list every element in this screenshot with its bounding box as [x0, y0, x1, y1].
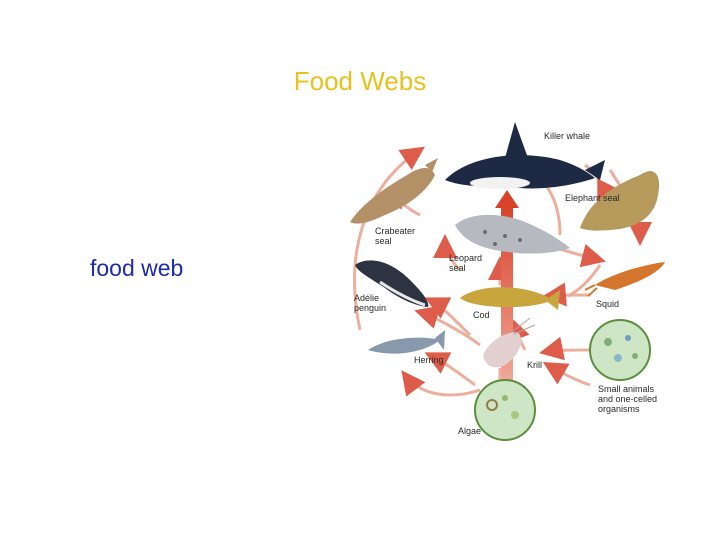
herring-label: Herring — [414, 355, 444, 365]
adelie-penguin-icon — [355, 260, 429, 307]
elephant-seal-icon — [580, 171, 660, 231]
krill-label: Krill — [527, 360, 542, 370]
killer-whale-label: Killer whale — [544, 131, 590, 141]
slide-title: Food Webs — [293, 66, 427, 96]
cod-icon — [460, 287, 560, 310]
leopard-seal-label-1: Leopard — [449, 253, 482, 263]
crabeater-seal-label-2: seal — [375, 236, 392, 246]
food-web-term: food web — [90, 255, 184, 281]
algae-icon — [474, 379, 536, 441]
leopard-seal-label-2: seal — [449, 263, 466, 273]
small-animals-label-1: Small animals — [598, 384, 655, 394]
krill-icon — [483, 317, 536, 368]
small-animals-label-3: organisms — [598, 404, 640, 414]
squid-icon — [584, 262, 665, 297]
leopard-seal-icon — [455, 214, 570, 254]
adelie-penguin-label-2: penguin — [354, 303, 386, 313]
algae-label: Algae — [458, 426, 481, 436]
killer-whale-icon — [445, 122, 605, 189]
adelie-penguin-label-1: Adélie — [354, 293, 379, 303]
squid-label: Squid — [596, 299, 619, 309]
crabeater-seal-label-1: Crabeater — [375, 226, 415, 236]
small-animals-icon — [589, 319, 651, 381]
crabeater-seal-icon — [350, 158, 438, 224]
elephant-seal-label: Elephant seal — [565, 193, 620, 203]
herring-icon — [368, 330, 445, 354]
small-animals-label-2: and one-celled — [598, 394, 657, 404]
cod-label: Cod — [473, 310, 490, 320]
